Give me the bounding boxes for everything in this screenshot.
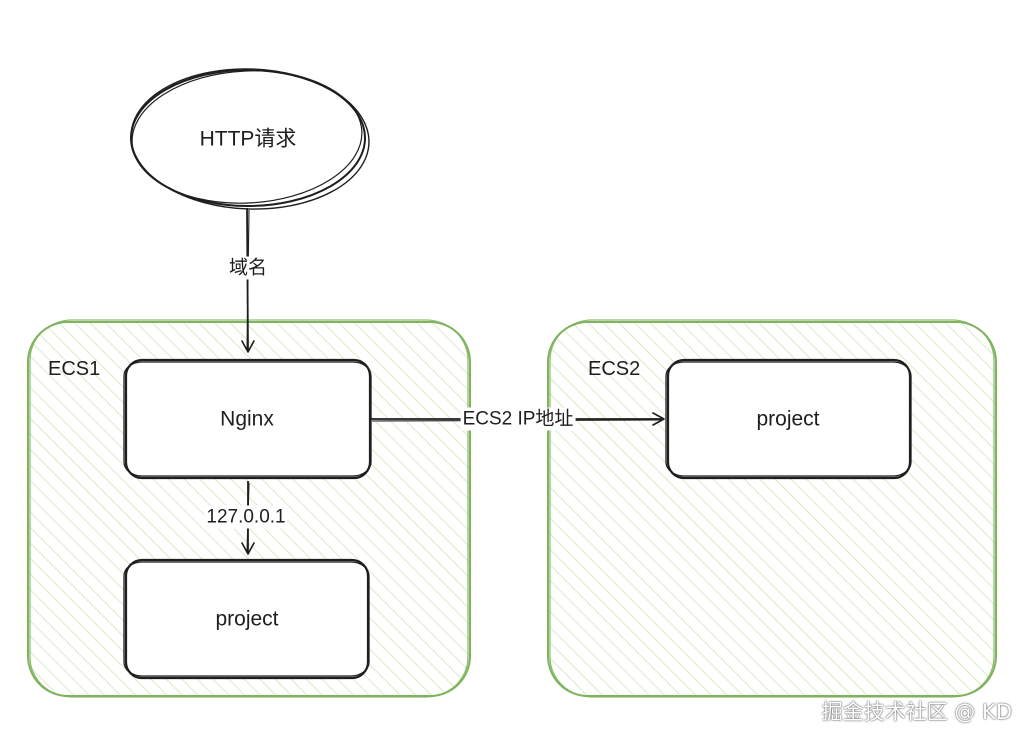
nginx-label: Nginx (220, 407, 274, 431)
edge-domain (241, 207, 255, 353)
edge-domain-label: 域名 (226, 256, 270, 280)
http-request-node (130, 68, 370, 210)
edge-ecs2-ip-label: ECS2 IP地址 (460, 407, 576, 431)
nginx-node (123, 358, 372, 480)
project-ecs1-label: project (215, 607, 279, 631)
http-request-label: HTTP请求 (199, 127, 297, 151)
project-ecs2-node (665, 358, 912, 480)
ecs2-group-label: ECS2 (588, 358, 641, 380)
project-ecs2-label: project (756, 407, 820, 431)
watermark: 掘金技术社区 @ KD (821, 700, 1012, 724)
edge-local-label: 127.0.0.1 (204, 505, 288, 529)
project-ecs1-node (123, 558, 370, 680)
ecs1-group-label: ECS1 (48, 358, 101, 380)
